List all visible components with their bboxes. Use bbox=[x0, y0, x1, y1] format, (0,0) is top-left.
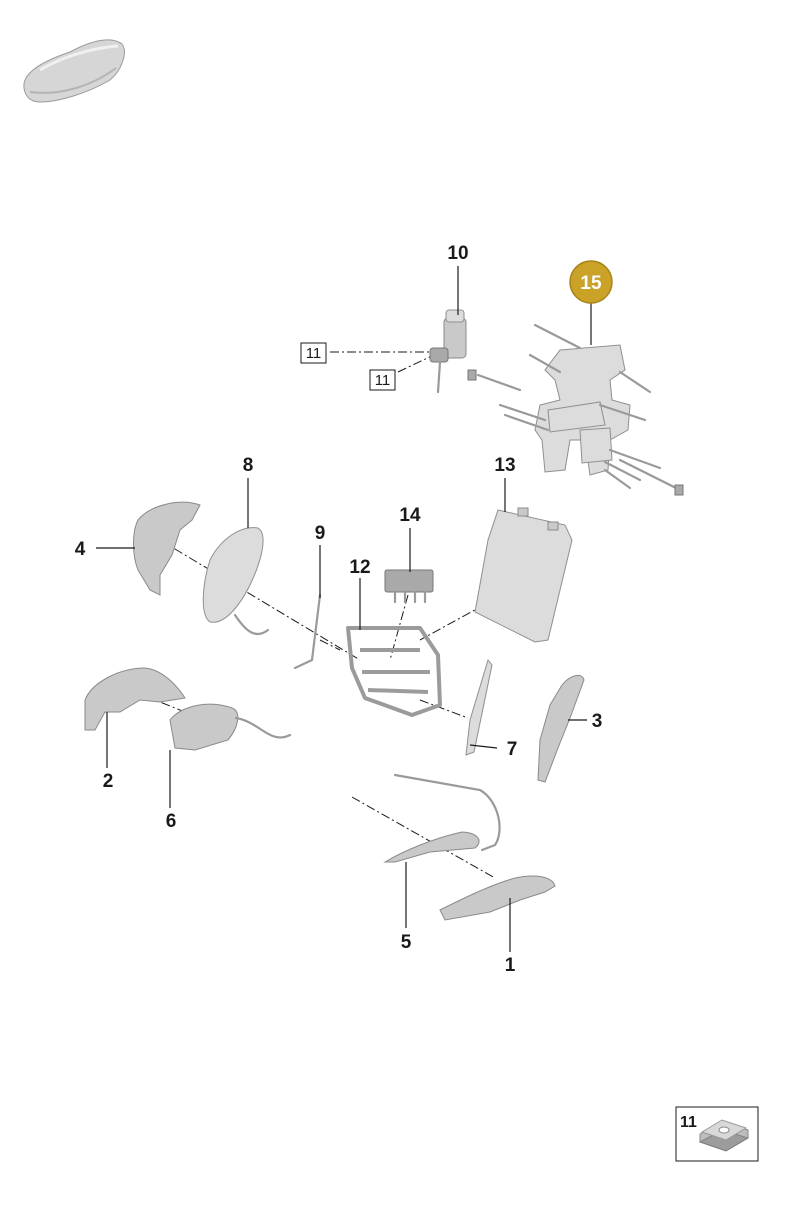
callout-15: 15 bbox=[580, 273, 602, 294]
callout-9: 9 bbox=[315, 523, 326, 544]
leader-lines bbox=[96, 266, 592, 952]
boxed-ref-11-b: 11 bbox=[375, 372, 391, 389]
detail-box-11: 11 bbox=[675, 1106, 759, 1162]
callout-6: 6 bbox=[166, 811, 177, 832]
part-12-frame bbox=[346, 626, 442, 717]
part-7-strip bbox=[465, 658, 493, 756]
callout-12: 12 bbox=[349, 557, 370, 578]
callout-14: 14 bbox=[399, 505, 421, 526]
part-4-side-trim bbox=[133, 501, 201, 596]
part-6-cover bbox=[169, 703, 292, 751]
callout-10: 10 bbox=[447, 243, 468, 264]
callout-2: 2 bbox=[103, 771, 114, 792]
part-8-shell bbox=[202, 527, 270, 636]
boxed-ref-11-a: 11 bbox=[306, 345, 322, 362]
part-10-actuator bbox=[429, 309, 467, 394]
part-2-side-trim bbox=[84, 667, 186, 731]
part-13-panel bbox=[474, 507, 573, 643]
callout-13: 13 bbox=[494, 455, 515, 476]
vehicle-thumbnail bbox=[23, 39, 125, 103]
callout-1: 1 bbox=[505, 955, 516, 976]
assembly-lines bbox=[129, 351, 516, 879]
part-9-rod bbox=[293, 593, 322, 670]
boxed-ref-11-a-frame bbox=[300, 342, 327, 364]
boxed-ref-11-b-frame bbox=[369, 369, 396, 391]
callout-7: 7 bbox=[507, 739, 518, 760]
callout-5: 5 bbox=[401, 932, 412, 953]
grommet-icon bbox=[698, 1119, 750, 1152]
detail-box-label: 11 bbox=[680, 1114, 697, 1131]
part-3-panel bbox=[537, 674, 585, 783]
part-14-module bbox=[384, 569, 434, 604]
part-15-harness bbox=[467, 323, 684, 496]
highlight-badge-15 bbox=[569, 260, 613, 304]
part-5-lower-cover bbox=[383, 773, 501, 863]
callout-8: 8 bbox=[243, 455, 254, 476]
callout-3: 3 bbox=[592, 711, 603, 732]
callout-4: 4 bbox=[75, 539, 86, 560]
part-1-lower-trim bbox=[439, 875, 556, 921]
